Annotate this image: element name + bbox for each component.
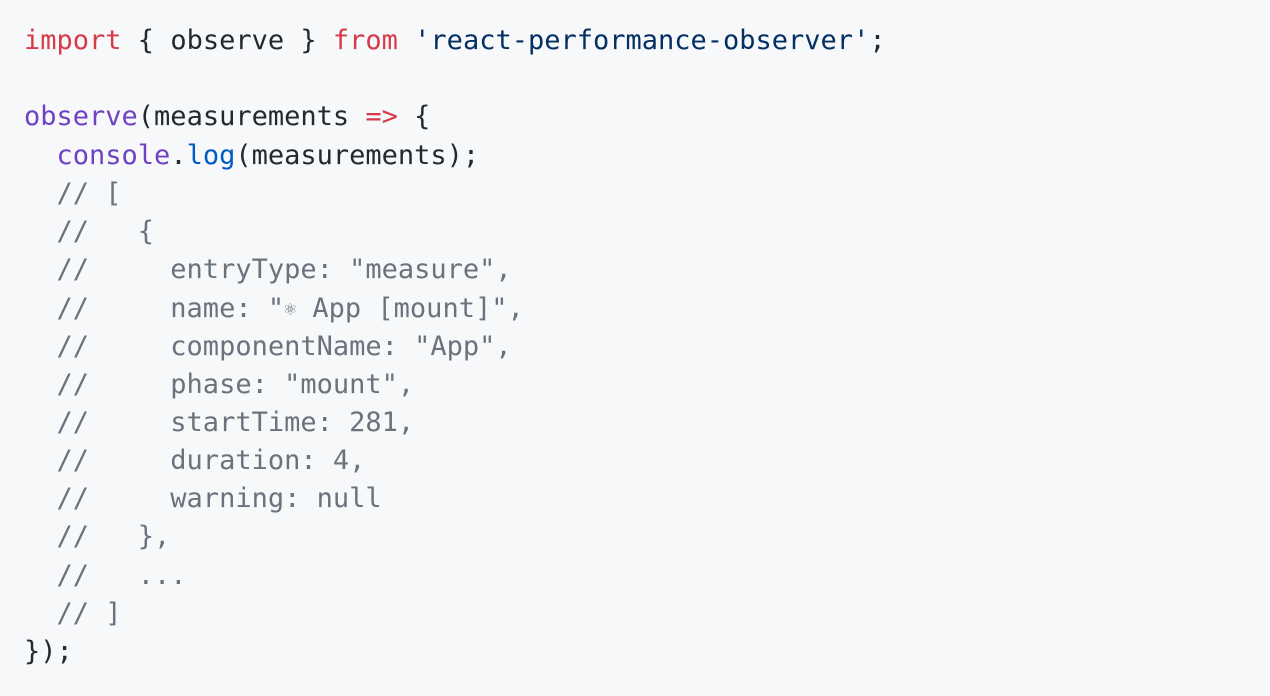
indent — [24, 140, 57, 171]
comment-line: // name: "⚛ App [mount]", — [24, 289, 1270, 327]
arrow-operator: => — [365, 101, 398, 133]
code-line-2-blank — [24, 60, 1270, 98]
react-atom-icon: ⚛ — [284, 296, 297, 321]
comment-text: App [mount]", — [296, 293, 524, 325]
comment-line: // startTime: 281, — [24, 406, 415, 438]
keyword-import: import — [24, 25, 122, 56]
module-string: 'react-performance-observer' — [414, 25, 870, 56]
identifier-console: console — [56, 139, 171, 171]
observe-args: (measurements — [137, 101, 366, 133]
comment-line: // [ — [24, 177, 122, 209]
code-line-1: import { observe } from 'react-performan… — [24, 22, 1270, 60]
comment-line: // entryType: "measure", — [24, 254, 512, 286]
comment-line: // duration: 4, — [24, 445, 366, 477]
comment-line: // }, — [24, 521, 171, 553]
semicolon: ; — [869, 25, 886, 56]
function-observe: observe — [24, 101, 138, 133]
code-line-closing: }); — [24, 636, 73, 667]
code-line-3: observe(measurements => { — [24, 98, 1270, 136]
code-line-4: console.log(measurements); — [24, 137, 1270, 175]
comment-line: // { — [24, 215, 155, 247]
dot: . — [170, 139, 187, 171]
space — [398, 25, 414, 56]
method-log: log — [186, 139, 236, 171]
comment-line: // componentName: "App", — [24, 330, 512, 362]
open-brace: { — [397, 101, 431, 133]
import-specifiers: { observe } — [121, 25, 333, 56]
comment-line: // phase: "mount", — [24, 368, 415, 400]
comment-line: // warning: null — [24, 483, 382, 515]
comment-line: // ... — [24, 559, 187, 591]
keyword-from: from — [332, 25, 398, 56]
comment-line: // ] — [24, 597, 122, 629]
log-call-args: (measurements); — [235, 139, 480, 171]
code-listing: import { observe } from 'react-performan… — [24, 22, 1270, 671]
comment-text: // name: " — [24, 293, 285, 325]
